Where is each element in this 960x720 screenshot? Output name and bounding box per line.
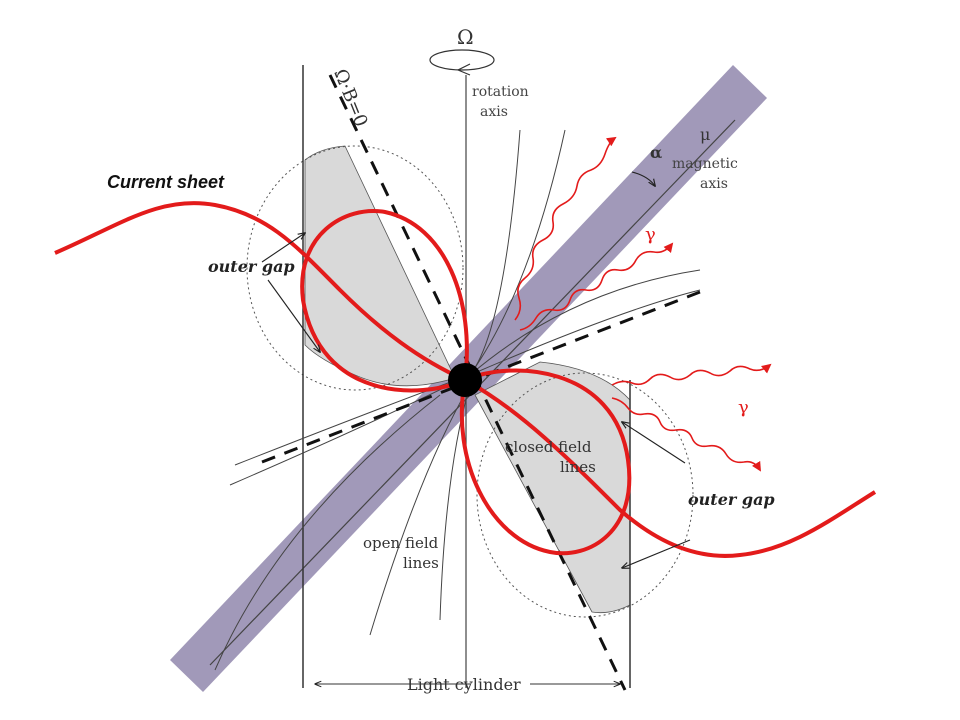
closed-field-label-line1: closed field bbox=[505, 438, 592, 456]
outer-gap-label-left: outer gap bbox=[208, 257, 295, 276]
dotted-region-left bbox=[246, 145, 464, 391]
gamma-label-lower: γ bbox=[738, 397, 749, 418]
outer-gap-region-left bbox=[304, 145, 456, 387]
omega-label: Ω bbox=[457, 25, 474, 49]
current-sheet-curve-right bbox=[464, 378, 877, 558]
gamma-rays bbox=[514, 136, 772, 472]
outer-gap-label-right: outer gap bbox=[688, 490, 775, 509]
rotation-arrow-head bbox=[456, 63, 471, 76]
rotation-axis-label-line1: rotation bbox=[472, 84, 529, 100]
neutron-star bbox=[448, 363, 482, 397]
rotation-axis-label-line2: axis bbox=[480, 104, 508, 120]
closed-loop-lower bbox=[459, 368, 632, 556]
equatorial-dashed-line bbox=[261, 290, 701, 464]
field-lines bbox=[214, 129, 701, 671]
annotation-arrows bbox=[261, 171, 691, 684]
mu-label: μ bbox=[700, 125, 710, 144]
current-sheet-curve-left bbox=[54, 201, 466, 382]
alpha-label: α bbox=[650, 143, 662, 162]
open-field-label-line2: lines bbox=[403, 554, 439, 572]
gamma-label-upper: γ bbox=[645, 224, 656, 245]
dotted-region-right bbox=[476, 372, 694, 618]
null-surface-label: Ω·B=0 bbox=[329, 66, 371, 130]
current-sheet-label: Current sheet bbox=[107, 172, 225, 192]
magnetic-axis-label-line2: axis bbox=[700, 176, 728, 192]
closed-loop-upper bbox=[300, 209, 469, 393]
closed-field-label-line2: lines bbox=[560, 458, 596, 476]
light-cylinder-label: Light cylinder bbox=[407, 675, 521, 694]
magnetic-axis-label-line1: magnetic bbox=[672, 156, 738, 172]
rotation-indicator bbox=[429, 49, 495, 71]
open-field-label-line1: open field bbox=[363, 534, 439, 552]
